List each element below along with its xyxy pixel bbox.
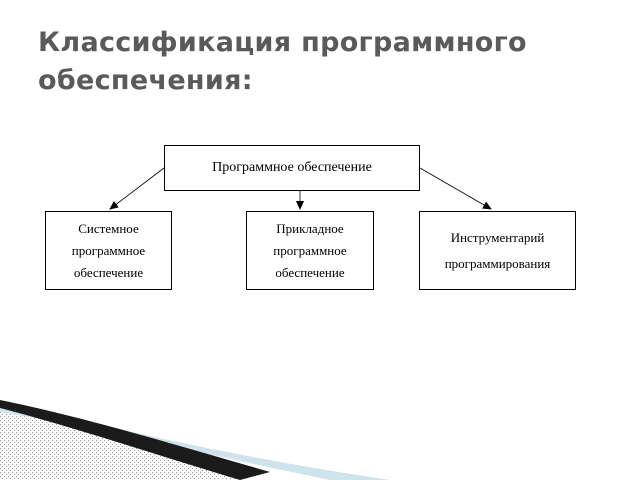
node-system-software-label: Системное программное обеспечение: [71, 220, 146, 280]
node-software-label: Программное обеспечение: [212, 160, 372, 175]
connector-system: [109, 167, 165, 210]
slide-title: Классификация программного обеспечения:: [38, 27, 527, 96]
node-programming-tools: Инструментарий программирования: [419, 211, 576, 290]
node-system-software: Системное программное обеспечение: [45, 211, 172, 290]
node-programming-tools-label: Инструментарий программирования: [444, 229, 551, 271]
node-application-software: Прикладное программное обеспечение: [246, 211, 374, 290]
node-software: Программное обеспечение: [164, 145, 420, 191]
connector-tools: [419, 167, 492, 210]
swoosh-dark: [0, 400, 270, 480]
node-application-software-label: Прикладное программное обеспечение: [273, 220, 347, 280]
